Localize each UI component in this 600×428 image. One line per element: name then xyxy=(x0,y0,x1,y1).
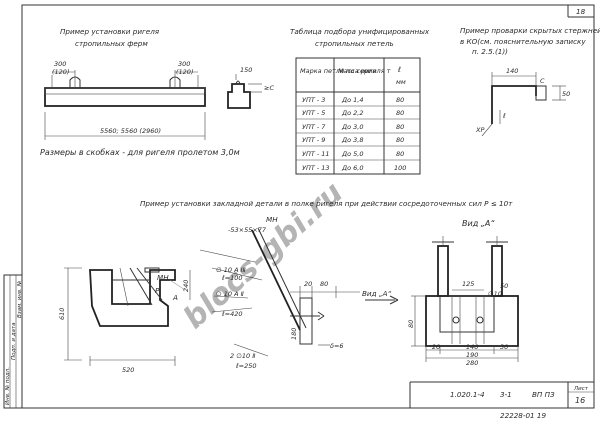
mark-a: A xyxy=(172,293,178,302)
dim-view-80: 80 xyxy=(407,320,415,328)
dim-left-2b: (120) xyxy=(176,68,193,76)
table-row-0-l: 80 xyxy=(396,96,404,104)
dim-left-2: 300 xyxy=(178,60,190,68)
right-example-title-1: Пример проварки скрытых стержней xyxy=(460,26,600,35)
table-title-1: Таблица подбора унифицированных xyxy=(290,27,430,36)
label-view-a-arrow: Вид „А“ xyxy=(362,289,391,298)
dim-detail-80: 80 xyxy=(320,280,328,288)
side-stamp-3: Взам. инв. № xyxy=(17,280,23,318)
table-row-1-l: 80 xyxy=(396,109,404,117)
dim-view-140: 140 xyxy=(466,343,478,351)
dim-section-c: ≥С xyxy=(264,84,274,92)
table-row-5-l: 100 xyxy=(394,164,406,172)
dim-view-30: 30 xyxy=(500,343,508,351)
label-delta6: δ=6 xyxy=(330,342,344,350)
dim-detail-20: 20 xyxy=(304,280,312,288)
right-example-title-3: п. 2.5.(1)) xyxy=(472,47,508,56)
dim-right-50: 50 xyxy=(562,90,570,98)
dim-overall: 5560; 5560 (2960) xyxy=(100,127,161,135)
title-block-issue: 3-1 xyxy=(500,390,512,399)
girder-shelf-section xyxy=(64,267,191,366)
dim-view-50: 50 xyxy=(500,282,508,290)
view-a-title: Вид „А“ xyxy=(462,219,495,228)
label-d10b: ∅ 10 A Ⅱ xyxy=(216,290,245,298)
side-stamp-frame xyxy=(3,274,23,409)
label-plate: -53×55×77 xyxy=(228,226,267,234)
table-row-1-mark: УПТ - 5 xyxy=(302,109,325,117)
table-row-4-l: 80 xyxy=(396,150,404,158)
label-l100: ℓ=100 xyxy=(222,274,243,282)
table-header-mass: Масса ригеля т xyxy=(338,67,391,75)
left-example-title-2: стропильных ферм xyxy=(75,39,148,48)
beam-cross-section xyxy=(227,74,262,109)
dim-left-1b: (120) xyxy=(52,68,69,76)
side-stamp-1: Инв. № подл. xyxy=(5,367,11,405)
view-a-drawing xyxy=(411,236,519,362)
dim-view-190: 190 xyxy=(466,351,478,359)
dim-right-c: C xyxy=(540,77,545,85)
dim-section-150: 150 xyxy=(240,66,252,74)
label-l420: ℓ=420 xyxy=(222,310,243,318)
label-2d10: 2 ∅10 Ⅱ xyxy=(230,352,256,360)
label-d10a: ∅ 10 A ⅠⅡ xyxy=(216,266,246,274)
table-row-3-mark: УПТ - 9 xyxy=(302,136,325,144)
title-block xyxy=(409,381,594,408)
dim-right-hr: ХР xyxy=(475,126,484,134)
table-header-l: ℓ xyxy=(397,65,401,74)
loop-selection-table xyxy=(295,57,421,175)
table-row-3-mass: До 3,8 xyxy=(341,136,363,144)
side-stamp-2: Подп. и дата xyxy=(11,322,17,360)
embedded-part-detail xyxy=(199,227,399,357)
dim-right-140: 140 xyxy=(506,67,518,75)
table-row-5-mass: До 6,0 xyxy=(341,164,363,172)
table-title-2: стропильных петель xyxy=(315,39,394,48)
dim-left-1: 300 xyxy=(54,60,66,68)
table-row-1-mass: До 2,2 xyxy=(341,109,363,117)
dim-view-d10: ∅10 xyxy=(488,290,502,298)
left-example-title-1: Пример установки ригеля xyxy=(60,27,160,36)
dim-right-l: ℓ xyxy=(503,112,506,120)
table-row-2-mass: До 3,0 xyxy=(341,123,363,131)
dim-view-125: 125 xyxy=(462,280,474,288)
dim-section-610: 610 xyxy=(58,308,66,320)
mark-mn-section: МН xyxy=(157,273,169,282)
dim-view-280: 280 xyxy=(466,359,478,367)
dim-section-240: 240 xyxy=(182,280,190,292)
mark-mn-detail: МН xyxy=(266,215,278,224)
table-row-5-mark: УПТ - 13 xyxy=(302,164,330,172)
dim-detail-180: 180 xyxy=(290,328,298,340)
title-block-code: 1.020.1-4 xyxy=(450,390,485,399)
table-row-0-mark: УПТ - 3 xyxy=(302,96,325,104)
table-row-4-mass: До 5,0 xyxy=(341,150,363,158)
right-example-title-2: в КО(см. пояснительную записку xyxy=(460,37,586,46)
footer-code: 22228-01 19 xyxy=(500,411,546,420)
table-row-2-l: 80 xyxy=(396,123,404,131)
table-row-4-mark: УПТ - 11 xyxy=(302,150,330,158)
table-row-2-mark: УПТ - 7 xyxy=(302,123,326,131)
hidden-rod-welding-detail xyxy=(481,72,566,137)
sheet-frame xyxy=(21,4,595,409)
table-header-mm: мм xyxy=(396,78,406,86)
title-block-sheet: 16 xyxy=(575,396,585,405)
beam-elevation xyxy=(44,70,206,140)
dim-section-520: 520 xyxy=(122,366,134,374)
dim-view-20: 20 xyxy=(432,343,440,351)
sizes-note: Размеры в скобках - для ригеля пролетом … xyxy=(40,148,240,157)
title-block-sheet-label: Лист xyxy=(573,386,589,392)
table-row-3-l: 80 xyxy=(396,136,404,144)
sheet-number: 18 xyxy=(576,7,586,16)
title-block-stage: ВП ПЗ xyxy=(532,390,555,399)
label-l250: ℓ=250 xyxy=(236,362,257,370)
table-header-mark: Марка петли по серии xyxy=(300,67,377,75)
mark-p: P xyxy=(155,286,160,295)
table-row-0-mass: До 1,4 xyxy=(341,96,363,104)
embedded-title: Пример установки закладной детали в полк… xyxy=(140,199,513,208)
